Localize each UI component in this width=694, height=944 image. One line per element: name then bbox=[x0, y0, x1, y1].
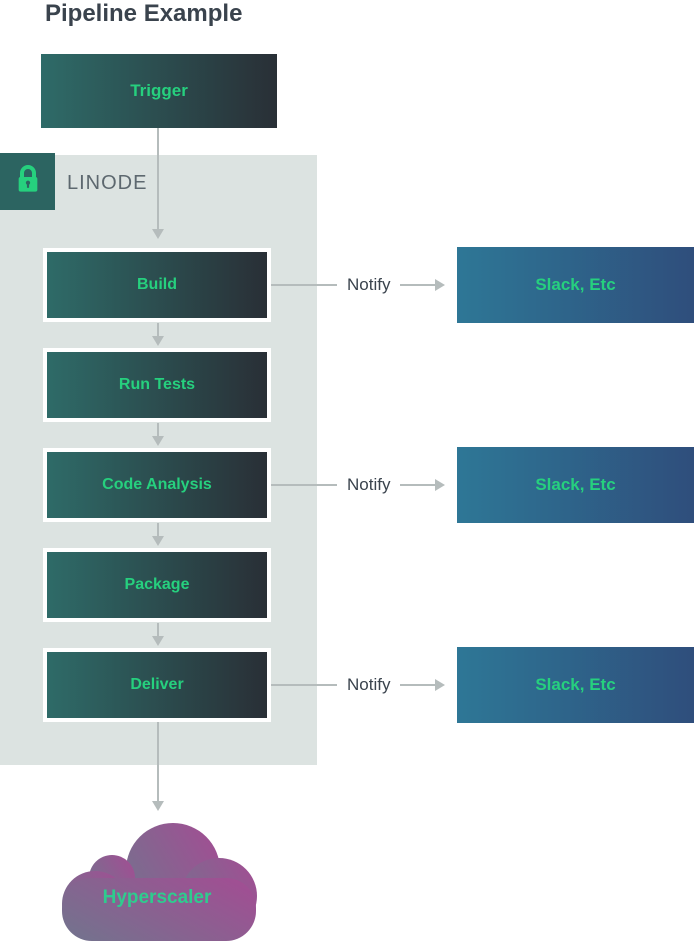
arrow-down-icon bbox=[152, 801, 164, 811]
pipeline-step-build: Build bbox=[43, 248, 271, 322]
pipeline-step-package: Package bbox=[43, 548, 271, 622]
arrow-down-line bbox=[157, 323, 159, 337]
step-label: Code Analysis bbox=[102, 476, 212, 493]
pipeline-step-run-tests: Run Tests bbox=[43, 348, 271, 422]
lock-tile bbox=[0, 153, 55, 210]
arrow-down-line bbox=[157, 623, 159, 637]
trigger-box: Trigger bbox=[41, 54, 277, 128]
arrow-right-icon bbox=[435, 479, 445, 491]
notify-label: Notify bbox=[347, 475, 391, 494]
page-title: Pipeline Example bbox=[45, 0, 243, 27]
step-label: Run Tests bbox=[118, 376, 196, 393]
arrow-down-icon bbox=[152, 636, 164, 646]
arrow-down-icon bbox=[152, 229, 164, 239]
pipeline-step-code-analysis: Code Analysis bbox=[43, 448, 271, 522]
arrow-down-icon bbox=[152, 536, 164, 546]
step-label: Build bbox=[137, 276, 177, 293]
arrow-down-line bbox=[157, 722, 159, 802]
hyperscaler-label: Hyperscaler bbox=[102, 887, 212, 908]
slack-label: Slack, Etc bbox=[535, 275, 616, 294]
pipeline-step-deliver: Deliver bbox=[43, 648, 271, 722]
trigger-label: Trigger bbox=[130, 81, 188, 100]
notify-label: Notify bbox=[347, 275, 391, 294]
slack-box: Slack, Etc bbox=[457, 647, 694, 723]
arrow-down-line bbox=[157, 423, 159, 437]
slack-label: Slack, Etc bbox=[535, 675, 616, 694]
slack-box: Slack, Etc bbox=[457, 447, 694, 523]
connector-line bbox=[271, 484, 337, 486]
arrow-down-icon bbox=[152, 436, 164, 446]
arrow-down-line bbox=[157, 128, 159, 230]
arrow-down-icon bbox=[152, 336, 164, 346]
linode-group-label: LINODE bbox=[67, 172, 148, 194]
arrow-right-line bbox=[400, 284, 435, 286]
slack-box: Slack, Etc bbox=[457, 247, 694, 323]
connector-line bbox=[271, 284, 337, 286]
connector-line bbox=[271, 684, 337, 686]
arrow-right-line bbox=[400, 684, 435, 686]
arrow-right-icon bbox=[435, 279, 445, 291]
slack-label: Slack, Etc bbox=[535, 475, 616, 494]
notify-label: Notify bbox=[347, 675, 391, 694]
arrow-right-icon bbox=[435, 679, 445, 691]
arrow-down-line bbox=[157, 523, 159, 537]
step-label: Package bbox=[124, 576, 190, 593]
step-label: Deliver bbox=[130, 676, 184, 693]
cloud-shape bbox=[62, 823, 257, 941]
arrow-right-line bbox=[400, 484, 435, 486]
lock-icon bbox=[12, 163, 44, 200]
